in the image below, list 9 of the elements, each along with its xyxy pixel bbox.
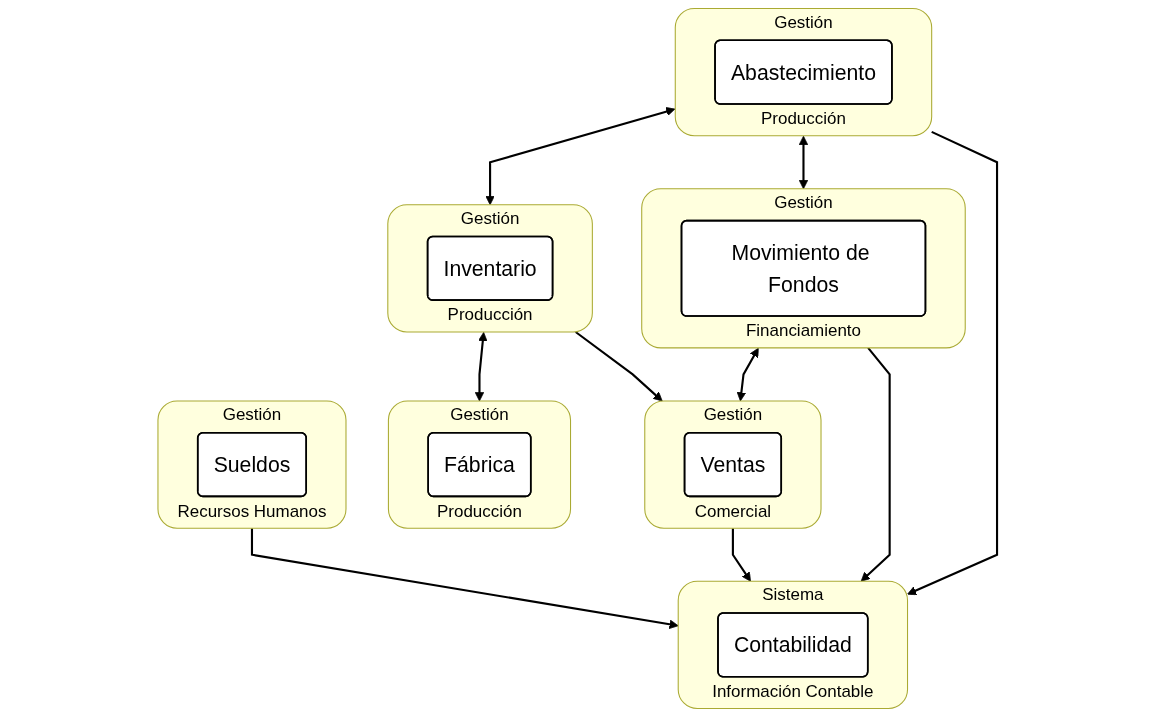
arrow	[907, 130, 999, 596]
arrow	[860, 347, 891, 582]
arrow	[485, 106, 676, 206]
arrow	[731, 528, 751, 582]
arrow	[575, 331, 663, 402]
arrow	[736, 347, 759, 402]
arrow	[474, 332, 488, 402]
arrow	[798, 135, 809, 190]
arrow	[250, 528, 679, 629]
